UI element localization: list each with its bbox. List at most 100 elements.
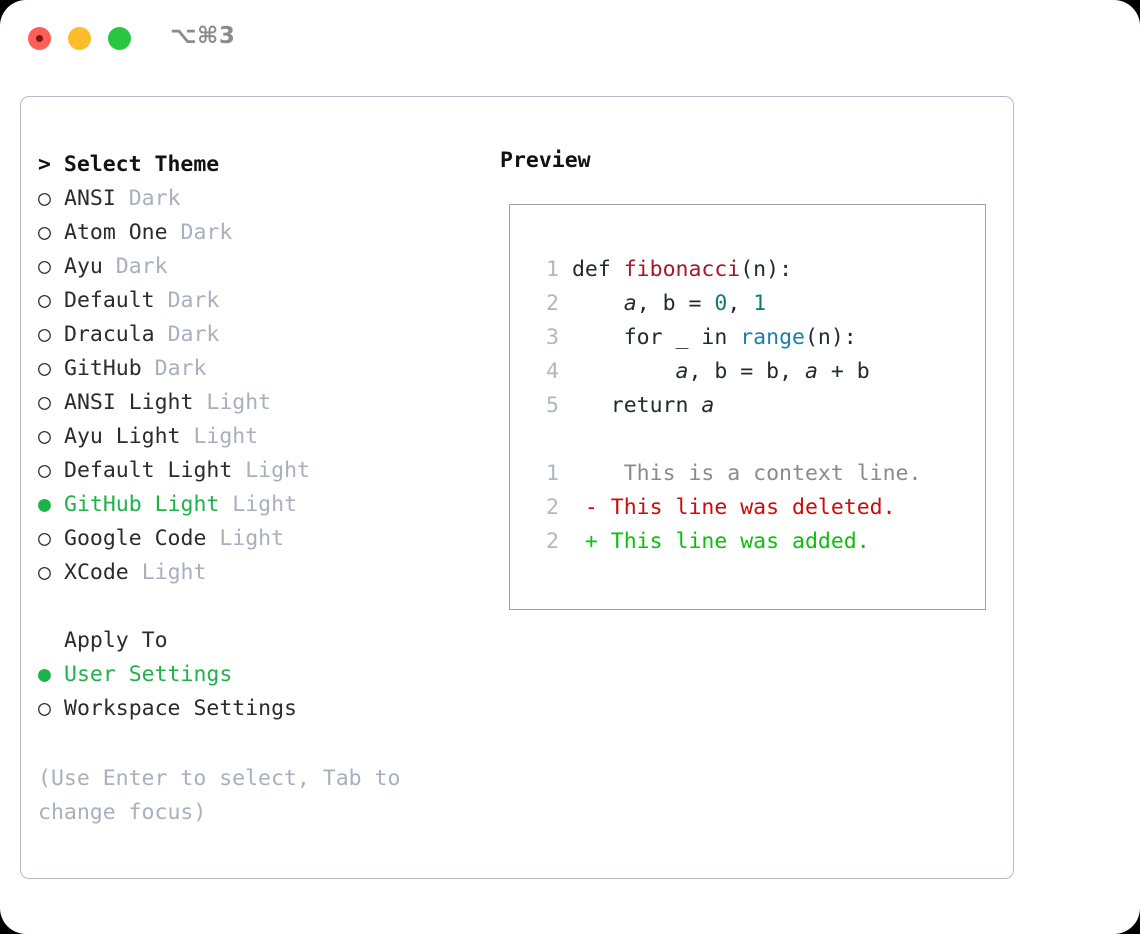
theme-category: Light (245, 458, 310, 483)
diff-text: This line was added. (597, 529, 870, 554)
code-token: b (714, 359, 728, 384)
apply-to-label: Apply To (64, 628, 168, 653)
radio-unselected-icon[interactable]: ○ (38, 220, 51, 245)
diff-line: 1 This is a context line. (531, 457, 921, 491)
theme-name: Ayu Light (64, 424, 181, 449)
radio-unselected-icon[interactable]: ○ (38, 186, 51, 211)
radio-unselected-icon[interactable]: ○ (38, 322, 51, 347)
code-token: (n): (804, 325, 857, 350)
theme-category: Dark (167, 322, 220, 347)
close-button[interactable] (28, 27, 51, 50)
theme-picker-column: > Select Theme ○ANSI Dark○Atom One Dark○… (38, 148, 478, 726)
radio-selected-icon[interactable]: ● (38, 662, 51, 687)
theme-list: ○ANSI Dark○Atom One Dark○Ayu Dark○Defaul… (38, 182, 478, 590)
window-title: ⌥⌘3 (170, 23, 236, 49)
theme-name: GitHub (64, 356, 142, 381)
spacer (116, 186, 129, 211)
theme-list-item[interactable]: ○ANSI Light Light (38, 386, 478, 420)
theme-list-item[interactable]: ○Google Code Light (38, 522, 478, 556)
spacer (168, 220, 181, 245)
code-token: + (817, 359, 857, 384)
spacer (155, 322, 168, 347)
code-token: = (675, 291, 715, 316)
radio-selected-icon[interactable]: ● (38, 492, 51, 517)
theme-list-item[interactable]: ●GitHub Light Light (38, 488, 478, 522)
code-token: (n): (740, 257, 793, 282)
theme-list-item[interactable]: ○Ayu Dark (38, 250, 478, 284)
gutter-gap (559, 461, 585, 486)
theme-list-item[interactable]: ○Dracula Dark (38, 318, 478, 352)
theme-category: Dark (167, 288, 220, 313)
apply-to-option[interactable]: ● User Settings (38, 658, 478, 692)
gutter-gap (559, 393, 572, 418)
gutter-gap (559, 257, 572, 282)
radio-unselected-icon[interactable]: ○ (38, 254, 51, 279)
theme-category: Light (219, 526, 285, 551)
spacer (232, 458, 245, 483)
theme-name: Default Light (64, 458, 233, 483)
gutter-gap (559, 325, 572, 350)
theme-list-item[interactable]: ○GitHub Dark (38, 352, 478, 386)
title-bar: ⌥⌘3 (0, 0, 1140, 78)
radio-unselected-icon[interactable]: ○ (38, 288, 51, 313)
radio-unselected-icon[interactable]: ○ (38, 458, 51, 483)
code-token: b (856, 359, 870, 384)
keyboard-hint: (Use Enter to select, Tab to change focu… (38, 766, 401, 825)
diff-line-number: 2 (546, 529, 559, 554)
theme-name: GitHub Light (64, 492, 220, 517)
theme-category: Light (141, 560, 207, 585)
spacer (206, 526, 219, 551)
code-line-number: 1 (546, 257, 559, 282)
theme-name: Ayu (64, 254, 103, 279)
maximize-button[interactable] (108, 27, 131, 50)
spacer (142, 356, 155, 381)
apply-to-option[interactable]: ○Workspace Settings (38, 692, 478, 726)
code-token: 1 (753, 291, 767, 316)
code-token: 0 (714, 291, 728, 316)
code-token: a (675, 359, 689, 384)
code-token: def (571, 257, 624, 282)
code-token: a (623, 291, 637, 316)
gutter-gap (559, 359, 572, 384)
code-line: 4 a, b = b, a + b (531, 355, 921, 389)
code-token (572, 291, 624, 316)
code-token: return (571, 393, 702, 418)
content-panel: > Select Theme ○ANSI Dark○Atom One Dark○… (20, 96, 1014, 879)
diff-marker: + (584, 529, 598, 554)
diff-marker (585, 461, 598, 486)
code-line-number: 3 (546, 325, 559, 350)
code-line: 2 a, b = 0, 1 (531, 287, 921, 321)
code-diff-separator (531, 423, 921, 457)
theme-list-item[interactable]: ○ Default Dark (38, 284, 478, 318)
spacer (155, 288, 168, 313)
spacer (219, 492, 232, 517)
spacer (193, 390, 206, 415)
radio-unselected-icon[interactable]: ○ (38, 390, 51, 415)
diff-line: 2 + This line was added. (531, 525, 921, 559)
radio-unselected-icon[interactable]: ○ (38, 560, 51, 585)
radio-unselected-icon[interactable]: ○ (38, 356, 51, 381)
code-token: , (688, 359, 715, 384)
minimize-button[interactable] (68, 27, 91, 50)
apply-to-option-label: User Settings (64, 662, 233, 687)
code-token: a (805, 359, 818, 384)
diff-line-number: 2 (546, 495, 559, 520)
code-token: b (766, 359, 780, 384)
radio-unselected-icon[interactable]: ○ (38, 424, 51, 449)
theme-category: Light (206, 390, 272, 415)
radio-unselected-icon[interactable]: ○ (38, 526, 51, 551)
theme-name: Default (64, 288, 155, 313)
spacer (103, 254, 116, 279)
theme-list-item[interactable]: ○ Default Light Light (38, 454, 478, 488)
radio-unselected-icon[interactable]: ○ (38, 696, 51, 721)
code-line: 5 return a (531, 389, 921, 423)
theme-list-item[interactable]: ○Ayu Light Light (38, 420, 478, 454)
theme-name: XCode (64, 560, 129, 585)
code-token: for _ in (571, 325, 741, 350)
theme-list-item[interactable]: ○ XCode Light (38, 556, 478, 590)
theme-list-item[interactable]: ○Atom One Dark (38, 216, 478, 250)
code-token: = (727, 359, 767, 384)
theme-list-item[interactable]: ○ANSI Dark (38, 182, 478, 216)
